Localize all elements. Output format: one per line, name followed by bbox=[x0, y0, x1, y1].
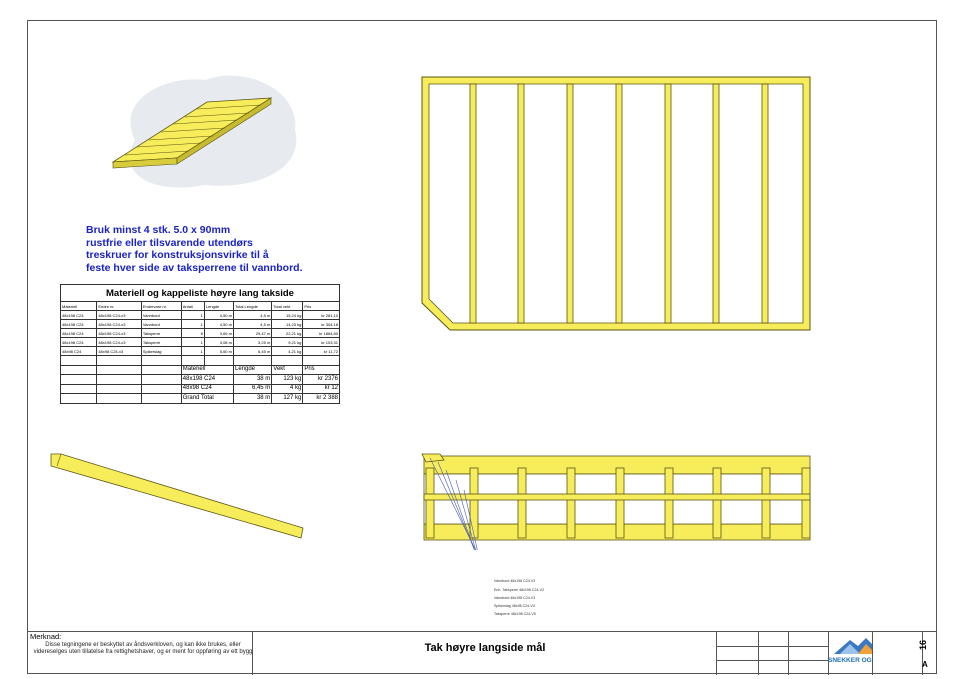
callout-label: Taksperre 48x198 C24-V5 bbox=[494, 612, 536, 616]
col-header: Antall bbox=[180, 301, 205, 311]
col-header: Endre nr. bbox=[96, 301, 142, 311]
roof-plan-view bbox=[421, 76, 811, 331]
roof-3d-thumbnail bbox=[111, 75, 297, 188]
col-header: Total vekt bbox=[271, 301, 304, 311]
callout-label: Spikerslag 48x98 C24-V4 bbox=[494, 604, 535, 608]
sheet-size: A bbox=[922, 660, 928, 669]
sheet-title: Tak høyre langside mål bbox=[424, 642, 546, 654]
instruction-line: rustfrie eller tilsvarende utendørs bbox=[86, 236, 253, 249]
table-title: Materiell og kappeliste høyre lang taksi… bbox=[60, 284, 340, 302]
drawing-sheet-border bbox=[27, 20, 937, 674]
merknad-text: Disse tegningene er beskyttet av åndsver… bbox=[33, 642, 253, 655]
instruction-line: feste hver side av taksperrene til vannb… bbox=[86, 261, 303, 274]
col-header: Pris bbox=[302, 364, 340, 375]
screw-instruction-note: Bruk minst 4 stk. 5.0 x 90mm rustfrie el… bbox=[86, 224, 356, 274]
table-header-row: Materiell Endre nr. Endrevare nr. Antall… bbox=[59, 301, 340, 311]
col-header: Pris bbox=[302, 301, 340, 311]
company-logo-text: SNEKKER OG bbox=[828, 657, 872, 664]
col-header: Vekt bbox=[271, 364, 304, 375]
summary-header-row: Materiell Lengde Vekt Pris bbox=[59, 364, 340, 375]
col-header: Total Lengde bbox=[232, 301, 273, 311]
instruction-line: Bruk minst 4 stk. 5.0 x 90mm bbox=[86, 224, 231, 236]
title-block bbox=[27, 631, 937, 675]
callout-label: Vannbord 48x198 C24-V3 bbox=[494, 579, 536, 583]
roof-elevation-view bbox=[421, 453, 811, 550]
single-rafter-drawing bbox=[50, 453, 304, 539]
instruction-line: treskruer for konstruksjonsvirke til å bbox=[86, 249, 269, 261]
sheet-number: 16 bbox=[918, 639, 929, 651]
merknad-label: Merknad: bbox=[30, 632, 62, 641]
col-header: Materiell bbox=[180, 364, 234, 375]
callout-label: Vannbord 48x198 C24-V3 bbox=[494, 596, 536, 600]
col-header: Endrevare nr. bbox=[140, 301, 182, 311]
col-header: Lengde bbox=[232, 364, 273, 375]
company-logo-icon bbox=[834, 638, 872, 654]
material-cut-list-table: Materiell og kappeliste høyre lang taksi… bbox=[59, 284, 340, 404]
callout-label: Enh. Taksperre 48x198 C24-V2 bbox=[494, 588, 545, 592]
col-header: Lengde bbox=[203, 301, 234, 311]
col-header: Materiell bbox=[59, 301, 98, 311]
